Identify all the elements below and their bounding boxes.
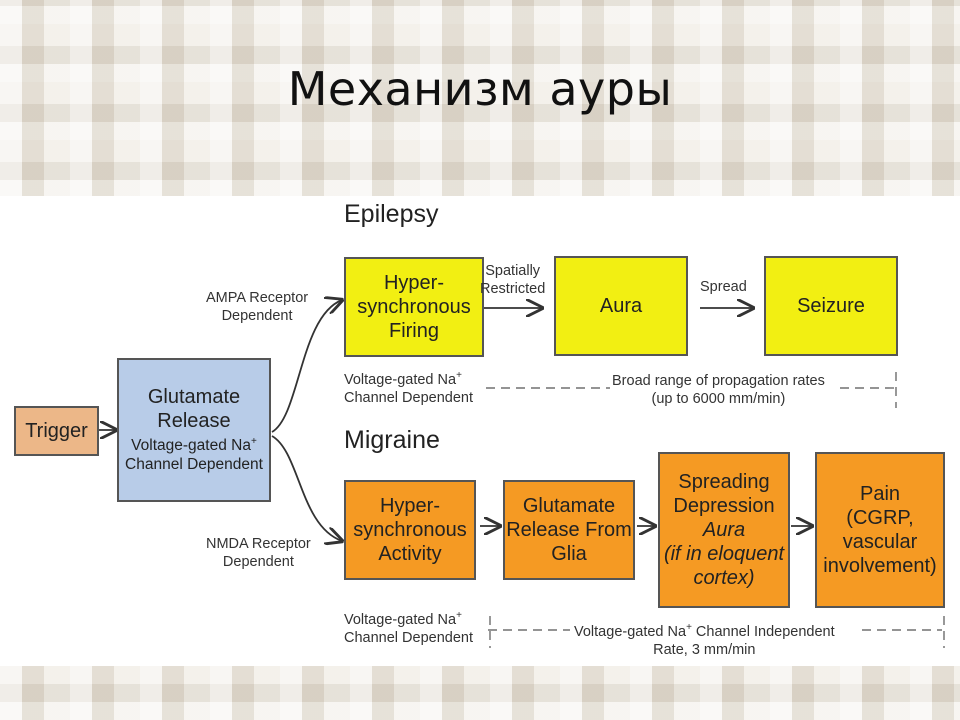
spread-label: Spread bbox=[700, 279, 747, 295]
epilepsy-aura-box: Aura bbox=[554, 256, 688, 356]
epilepsy-note-right: Broad range of propagation rates (up to … bbox=[612, 373, 825, 408]
pain-box: Pain (CGRP, vascular involvement) bbox=[815, 452, 945, 608]
arrow-to-epilepsy bbox=[271, 300, 342, 433]
epilepsy-note-left: Voltage-gated Na+ Channel Dependent bbox=[344, 370, 473, 406]
ampa-label: AMPA Receptor Dependent bbox=[206, 290, 309, 325]
trigger-label: Trigger bbox=[25, 420, 88, 442]
seizure-box: Seizure bbox=[764, 256, 898, 356]
glutamate-sub-line1: Voltage-gated Na+ bbox=[131, 436, 257, 455]
slide-title: Механизм ауры bbox=[287, 62, 673, 116]
glutamate-title-line2: Release bbox=[157, 410, 231, 433]
glutamate-title-line1: Glutamate bbox=[147, 386, 241, 409]
spatially-restricted-label: Spatially Restricted bbox=[480, 263, 546, 298]
connector-layer bbox=[99, 196, 945, 648]
epilepsy-hyper-box: Hyper- synchronous Firing bbox=[344, 257, 484, 357]
trigger-box: Trigger bbox=[14, 406, 99, 456]
glutamate-sub-line2: Channel Dependent bbox=[125, 456, 263, 474]
glutamate-glia-box: Glutamate Release From Glia bbox=[503, 480, 635, 580]
migraine-heading: Migraine bbox=[344, 426, 440, 454]
glutamate-release-box: Glutamate Release Voltage-gated Na+ Chan… bbox=[117, 358, 271, 502]
spreading-depression-box: Spreading Depression Aura (if in eloquen… bbox=[658, 452, 790, 608]
migraine-note-right: Voltage-gated Na+ Channel Independent Ra… bbox=[574, 622, 835, 658]
migraine-hyper-box: Hyper- synchronous Activity bbox=[344, 480, 476, 580]
epilepsy-heading: Epilepsy bbox=[344, 200, 439, 228]
arrow-to-migraine bbox=[271, 435, 342, 541]
nmda-label: NMDA Receptor Dependent bbox=[206, 536, 311, 571]
migraine-note-left: Voltage-gated Na+ Channel Dependent bbox=[344, 610, 473, 646]
